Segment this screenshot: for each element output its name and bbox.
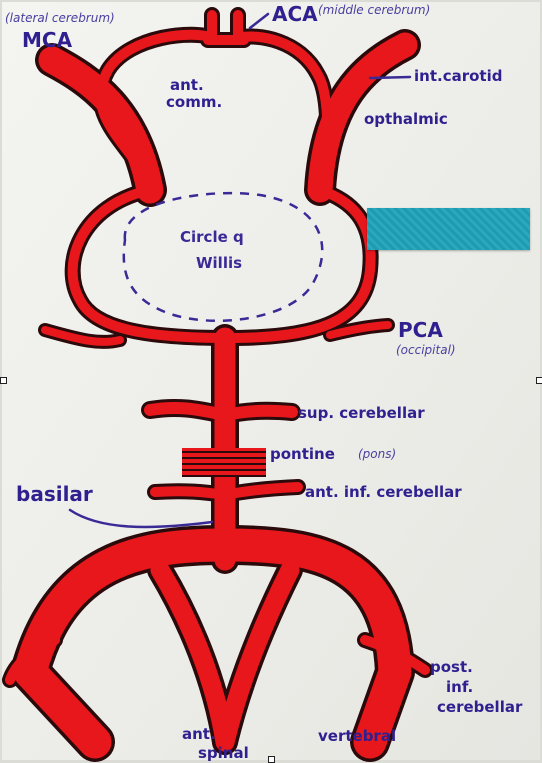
aca-pointer: [248, 12, 270, 30]
arch: [13, 528, 412, 759]
label-mca: MCA: [22, 28, 73, 52]
label-ant-comm-line1: ant.: [170, 76, 204, 94]
pontine-branches: [182, 448, 266, 477]
label-ant-comm-line2: comm.: [166, 93, 223, 111]
pca-left: [41, 326, 124, 346]
label-occipital: (occipital): [396, 343, 456, 357]
circle-of-willis-dashed: [122, 191, 324, 322]
label-vertebral: vertebral: [318, 727, 397, 745]
pointer-lines: [68, 12, 412, 529]
pica-right: [360, 635, 430, 675]
crop-handle-right: [536, 377, 542, 384]
basilar-pointer: [68, 508, 214, 529]
pca-right: [326, 321, 392, 339]
label-middle-cerebrum: (middle cerebrum): [318, 3, 431, 17]
label-lateral-cerebrum: (lateral cerebrum): [5, 11, 115, 25]
label-basilar: basilar: [16, 482, 93, 506]
label-circle-line2: Willis: [196, 254, 243, 272]
label-aca: ACA: [272, 2, 318, 26]
artery-fills: [5, 10, 430, 759]
label-pontine: pontine: [270, 445, 335, 463]
sup-cb-right: [219, 404, 298, 421]
inner-left: [150, 560, 235, 752]
label-ant-spinal-line2: spinal: [198, 744, 249, 762]
label-ant-spinal-line1: ant.: [182, 725, 216, 743]
label-circle-line1: Circle q: [180, 228, 244, 246]
left-mca: [38, 46, 164, 204]
crop-handle-left: [0, 377, 7, 384]
tape-strip: [367, 208, 530, 250]
right-carotid: [307, 32, 418, 203]
label-post-inf-line2: inf.: [446, 678, 474, 696]
int-carotid-pointer: [368, 75, 412, 80]
label-pons: (pons): [358, 447, 397, 461]
label-sup-cerebellar: sup. cerebellar: [298, 404, 425, 422]
pica-left: [5, 635, 60, 685]
inner-right: [215, 560, 300, 752]
label-post-inf-line1: post.: [430, 658, 473, 676]
sup-cb-left: [144, 401, 231, 421]
label-int-carotid: int.carotid: [414, 67, 503, 85]
aica-right: [220, 482, 303, 500]
label-ant-inf-cerebellar: ant. inf. cerebellar: [305, 483, 462, 501]
label-post-inf-line3: cerebellar: [437, 698, 523, 716]
label-ophthalmic: opthalmic: [364, 110, 448, 128]
label-pca: PCA: [398, 318, 443, 342]
arch-left-leg: [13, 655, 112, 759]
aica-left: [150, 486, 230, 500]
